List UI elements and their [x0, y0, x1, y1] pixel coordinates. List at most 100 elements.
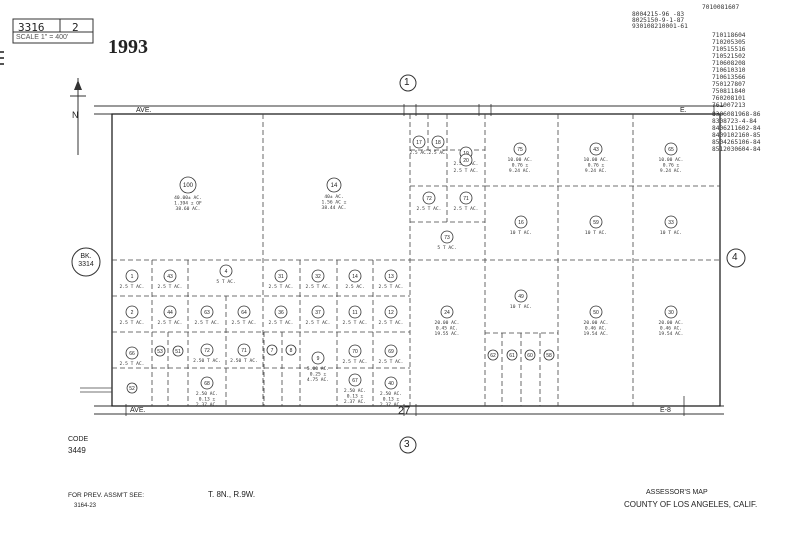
- map-ref-south[interactable]: 3: [404, 439, 410, 450]
- parcel-area: 0.13 ±: [347, 394, 364, 400]
- parcel[interactable]: 432.5 T AC.: [158, 269, 183, 290]
- parcel[interactable]: 402.50 AC.0.13 ±2.37 AC.: [380, 376, 402, 408]
- parcel-area: 2.5 T AC.: [306, 284, 331, 290]
- parcel-number: 50: [593, 310, 599, 316]
- parcel-number-circle: [326, 177, 342, 193]
- parcel[interactable]: 632.5 T AC.: [195, 305, 220, 326]
- parcel-area: 20.00 AC.: [584, 320, 609, 326]
- parcel[interactable]: 132.5 T AC.: [379, 269, 404, 290]
- parcel-area: 20.00 AC.: [435, 320, 460, 326]
- revision-note: 750127807: [712, 81, 746, 88]
- parcel[interactable]: 735 T AC.: [437, 230, 457, 251]
- parcel[interactable]: 51: [172, 345, 184, 357]
- map-ref-east[interactable]: 4: [732, 252, 738, 263]
- parcel-number: 18: [435, 140, 441, 146]
- revision-note: 7010081607: [702, 4, 740, 11]
- parcel[interactable]: 362.5 T AC.: [269, 305, 294, 326]
- parcel[interactable]: 682.50 AC.0.13 ±2.37 AC.: [196, 376, 218, 408]
- prev-assessment-ref[interactable]: 3164-23: [74, 503, 97, 509]
- parcel-number-circle: [274, 269, 288, 283]
- parcel-area: 10.00 AC.: [508, 157, 533, 163]
- map-ref-west[interactable]: BK. 3314: [78, 253, 94, 268]
- parcel-area: 0.76 ±: [512, 163, 529, 169]
- parcel-area: 2.5 AC.: [345, 284, 364, 290]
- parcel-number-circle: [200, 305, 214, 319]
- parcel-lines: [112, 114, 720, 406]
- map-title: ASSESSOR'S MAP: [646, 489, 708, 496]
- parcel-area: 2.5 T AC.: [120, 284, 145, 290]
- parcel[interactable]: 52: [126, 382, 138, 394]
- parcel[interactable]: 442.5 T AC.: [158, 305, 183, 326]
- parcel-number-circle: [664, 142, 678, 156]
- parcel-number-circle: [384, 376, 398, 390]
- parcel[interactable]: 8: [285, 344, 297, 356]
- revision-note: 710521502: [712, 53, 746, 60]
- revision-note: 710118604: [712, 32, 746, 39]
- parcel-area: 10 T AC.: [660, 230, 682, 236]
- parcel-area: 2.5 T AC.: [454, 206, 479, 212]
- parcel[interactable]: 722.5 T AC.: [417, 191, 442, 212]
- parcel[interactable]: 6510.00 AC.0.76 ±9.24 AC.: [659, 142, 684, 174]
- parcel[interactable]: 722.50 T AC.: [193, 343, 221, 364]
- parcel-number: 16: [518, 220, 524, 226]
- parcel-number-circle: [412, 135, 426, 149]
- parcel-area: 2.50 T AC.: [193, 358, 221, 364]
- parcel[interactable]: 112.5 T AC.: [343, 305, 368, 326]
- parcel[interactable]: 202.5 T AC.: [454, 153, 479, 174]
- parcel[interactable]: 12.5 T AC.: [120, 269, 145, 290]
- parcel-number: 4: [225, 269, 228, 275]
- revision-note: 710515516: [712, 46, 746, 53]
- parcel[interactable]: 672.50 AC.0.13 ±2.37 AC.: [344, 373, 366, 405]
- parcel-area: 2.5 T AC.: [120, 361, 145, 367]
- parcel[interactable]: 53: [154, 345, 166, 357]
- parcel[interactable]: 60: [524, 349, 536, 361]
- parcel[interactable]: 642.5 T AC.: [232, 305, 257, 326]
- parcel[interactable]: 312.5 T AC.: [269, 269, 294, 290]
- street-north-label: AVE.: [136, 107, 152, 114]
- parcel-number-circle: [589, 305, 603, 319]
- parcel-area: 2.37 AC.: [380, 402, 402, 408]
- parcel[interactable]: 712.50 T AC.: [230, 343, 258, 364]
- revision-note: 761007213: [712, 102, 746, 109]
- parcel[interactable]: 702.5 T AC.: [343, 344, 368, 365]
- parcel[interactable]: 712.5 T AC.: [454, 191, 479, 212]
- parcel[interactable]: 692.5 T AC.: [379, 344, 404, 365]
- parcel[interactable]: 122.5 T AC.: [379, 305, 404, 326]
- map-ref-north[interactable]: 1: [404, 77, 410, 88]
- parcel[interactable]: 662.5 T AC.: [120, 346, 145, 367]
- parcel[interactable]: 7: [266, 344, 278, 356]
- parcel-number: 17: [416, 140, 422, 146]
- revision-note: 8306081968-86: [712, 111, 761, 118]
- parcel-number-circle: [163, 269, 177, 283]
- parcel[interactable]: 61: [506, 349, 518, 361]
- parcel[interactable]: 372.5 T AC.: [306, 305, 331, 326]
- parcel[interactable]: 45 T AC.: [216, 264, 236, 285]
- parcel[interactable]: 62: [487, 349, 499, 361]
- parcel[interactable]: 322.5 T AC.: [306, 269, 331, 290]
- parcel[interactable]: 58: [543, 349, 555, 361]
- parcel-area: 1.394 ± OF: [174, 201, 202, 207]
- parcel-number: 53: [157, 349, 163, 355]
- parcel-number-circle: [440, 230, 454, 244]
- parcel-number: 72: [426, 196, 432, 202]
- parcel[interactable]: 22.5 T AC.: [120, 305, 145, 326]
- parcel[interactable]: 182.5 AC.: [428, 135, 448, 156]
- parcel[interactable]: 142.5 AC.: [345, 269, 365, 290]
- parcel-area: 9.24 AC.: [585, 168, 607, 174]
- parcel-area: 2.37 AC.: [196, 402, 218, 408]
- parcel[interactable]: 95.00 AC.0.25 ±4.75 AC.: [307, 351, 329, 383]
- parcel-area: 0.46 AC.: [585, 326, 607, 332]
- parcel[interactable]: 172.5 AC.: [409, 135, 429, 156]
